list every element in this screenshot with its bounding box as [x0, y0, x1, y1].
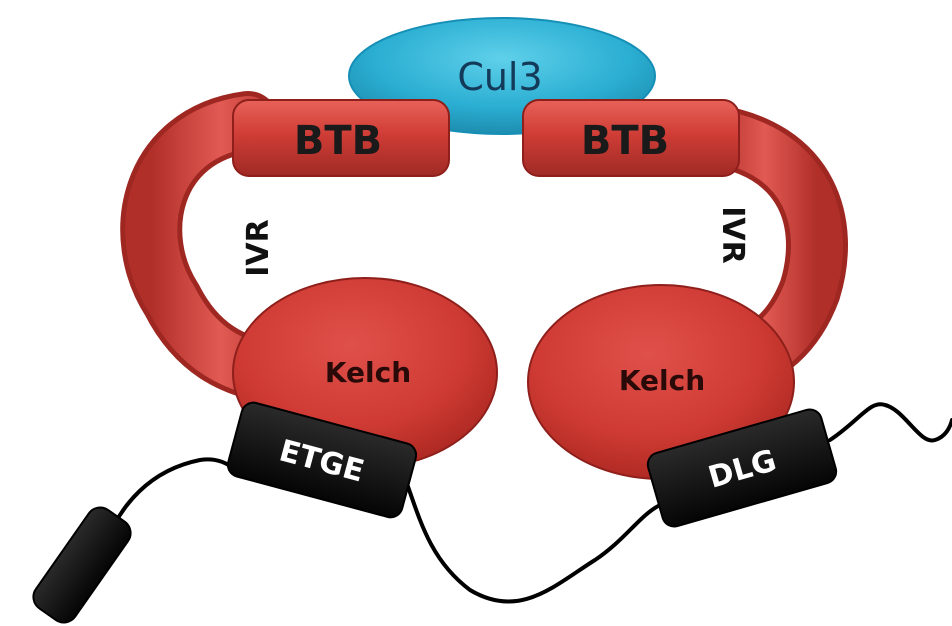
btb-right-box — [522, 99, 740, 177]
dlg-motif-box — [646, 408, 838, 528]
kelch-right-label: Kelch — [619, 364, 705, 397]
substrate-end-tag — [32, 506, 132, 624]
etge-motif-box — [226, 401, 418, 519]
btb-left-label: BTB — [294, 118, 382, 164]
btb-left-box — [232, 99, 450, 177]
ivr-right-label: IVR — [715, 206, 750, 263]
btb-right-label: BTB — [581, 118, 669, 164]
cul3-label: Cul3 — [457, 55, 542, 99]
ivr-left-label: IVR — [241, 219, 276, 276]
kelch-left-label: Kelch — [325, 356, 411, 389]
